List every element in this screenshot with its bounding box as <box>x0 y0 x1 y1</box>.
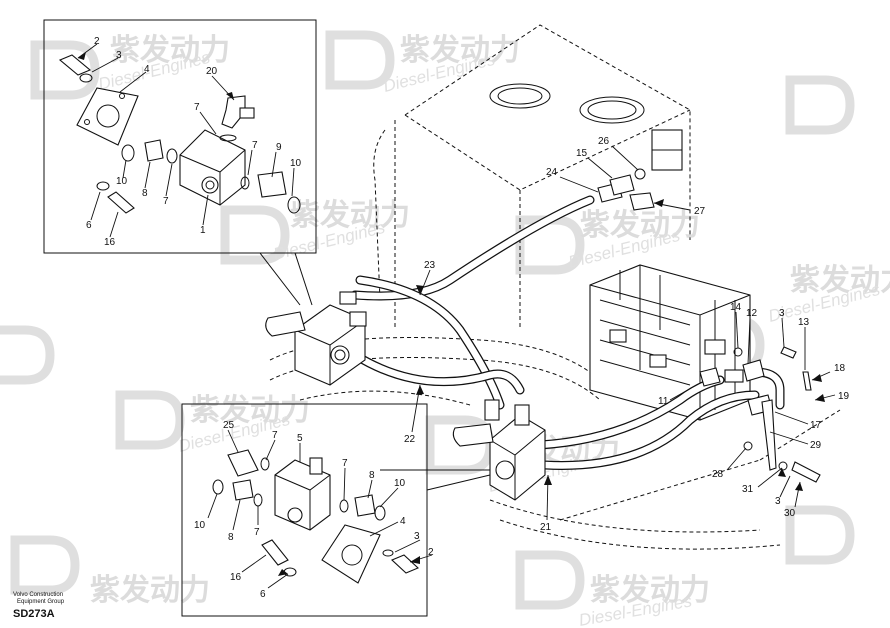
watermark-cn-2: 紫发动力 <box>400 33 520 68</box>
fittings-top <box>597 168 655 211</box>
inset-top-left <box>43 19 317 306</box>
callout-bl-7a: 7 <box>272 430 278 441</box>
callout-tl-7c: 7 <box>163 196 169 207</box>
watermark-cn-1: 紫发动力 <box>110 33 230 68</box>
callout-3-main: 3 <box>779 308 785 319</box>
callout-23: 23 <box>424 260 436 271</box>
inset-bottom-left <box>181 403 491 617</box>
footer-company-line2: Equipment Group <box>17 599 65 605</box>
callout-30: 30 <box>784 508 796 519</box>
callout-26: 26 <box>598 136 610 147</box>
callout-18: 18 <box>834 363 846 374</box>
callout-11: 11 <box>658 396 669 407</box>
callout-tl-3: 3 <box>116 50 122 61</box>
callout-bl-5: 5 <box>297 433 303 444</box>
callout-bl-3: 3 <box>414 531 420 542</box>
footer: Volvo Construction Equipment Group SD273… <box>13 592 65 620</box>
callout-31: 31 <box>742 484 754 495</box>
arrowheads <box>78 52 825 576</box>
callout-28: 28 <box>712 469 724 480</box>
callout-tl-20: 20 <box>206 66 218 77</box>
callout-tl-7b: 7 <box>252 140 258 151</box>
watermark-cn-6: 紫发动力 <box>190 393 310 428</box>
fittings-right <box>699 346 821 483</box>
watermark-cn-8: 紫发动力 <box>90 573 210 608</box>
callout-14: 14 <box>730 302 742 313</box>
callout-15: 15 <box>576 148 588 159</box>
callout-bl-8a: 8 <box>369 470 375 481</box>
watermark-cn-5: 紫发动力 <box>790 263 890 298</box>
callout-29: 29 <box>810 440 822 451</box>
callout-bl-2: 2 <box>428 547 434 558</box>
callouts-bottom-left: 25 7 5 7 8 10 10 8 7 4 3 2 16 6 <box>194 420 434 600</box>
callout-27: 27 <box>694 206 706 217</box>
callout-tl-8: 8 <box>142 188 148 199</box>
callout-bl-16: 16 <box>230 572 242 583</box>
callout-3-lower: 3 <box>775 496 781 507</box>
callout-tl-7a: 7 <box>194 102 200 113</box>
callouts-main: 24 15 26 27 23 22 21 14 12 3 13 18 19 11… <box>404 136 850 533</box>
watermark-cn-9: 紫发动力 <box>590 573 710 608</box>
callout-17: 17 <box>810 420 822 431</box>
callout-bl-6: 6 <box>260 589 266 600</box>
callout-22: 22 <box>404 434 416 445</box>
callouts-top-left: 2 3 4 20 7 7 9 10 10 8 7 6 16 1 <box>86 36 302 248</box>
callout-tl-6: 6 <box>86 220 92 231</box>
callout-19: 19 <box>838 391 850 402</box>
callout-bl-7c: 7 <box>254 527 260 538</box>
callout-tl-10a: 10 <box>290 158 302 169</box>
callout-bl-7b: 7 <box>342 458 348 469</box>
callout-bl-4: 4 <box>400 516 406 527</box>
callout-tl-1: 1 <box>200 225 206 236</box>
callout-bl-10b: 10 <box>194 520 206 531</box>
callout-tl-16: 16 <box>104 237 116 248</box>
watermark-cn-4: 紫发动力 <box>580 208 700 243</box>
callout-tl-2: 2 <box>94 36 100 47</box>
callout-bl-8b: 8 <box>228 532 234 543</box>
pilot-valve-lower <box>452 399 546 501</box>
callout-tl-9: 9 <box>276 142 282 153</box>
pilot-valve-upper <box>265 291 367 386</box>
callout-21: 21 <box>540 522 552 533</box>
callout-12: 12 <box>746 308 758 319</box>
callout-tl-10b: 10 <box>116 176 128 187</box>
watermark-cn-3: 紫发动力 <box>290 198 410 233</box>
figure-code: SD273A <box>13 608 55 620</box>
watermark: 紫发动力 Diesel-Engines 紫发动力 Diesel-Engines … <box>0 30 890 628</box>
callout-tl-4: 4 <box>144 64 150 75</box>
callout-13: 13 <box>798 317 810 328</box>
callout-bl-25: 25 <box>223 420 235 431</box>
footer-company-line1: Volvo Construction <box>13 592 63 598</box>
watermark-logo-icon <box>0 30 855 610</box>
callout-bl-10a: 10 <box>394 478 406 489</box>
callout-24: 24 <box>546 167 558 178</box>
